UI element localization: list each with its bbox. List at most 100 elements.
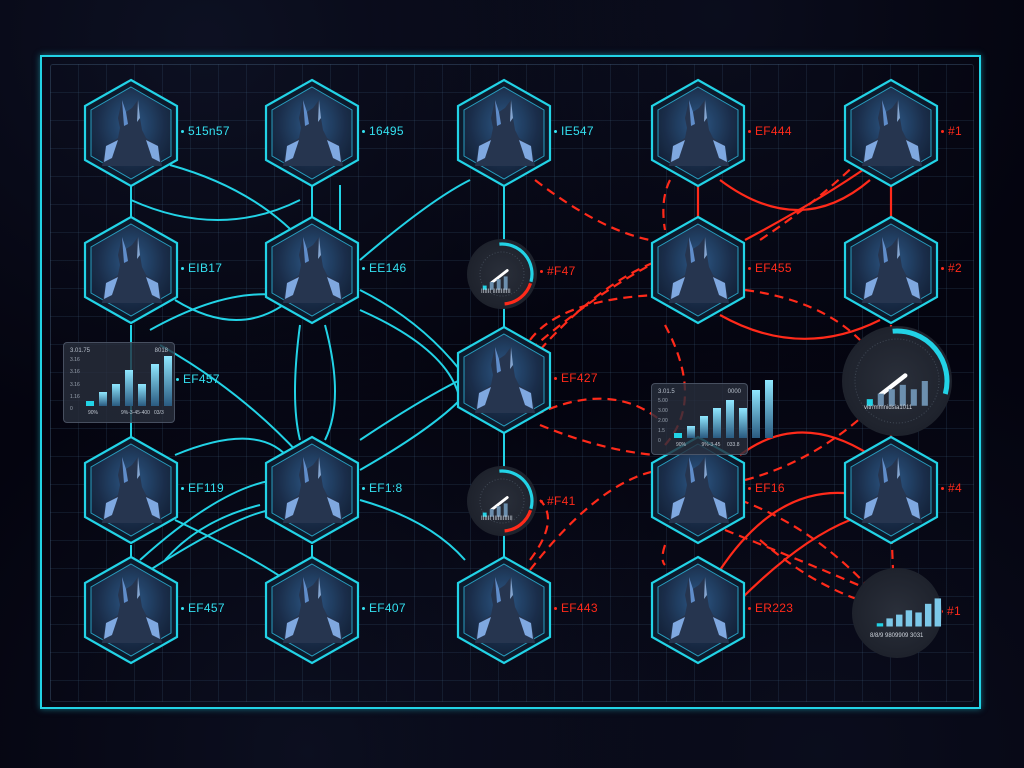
node-label: #1 — [940, 604, 961, 618]
network-node[interactable] — [455, 78, 553, 188]
link-dashed — [529, 259, 661, 351]
bar-group — [86, 356, 172, 406]
link-dashed — [539, 423, 656, 457]
x-label: 90% — [676, 442, 687, 448]
network-node[interactable] — [842, 215, 940, 325]
gauge-dial-icon — [479, 242, 534, 306]
link-dashed — [534, 397, 661, 421]
network-node[interactable] — [263, 78, 361, 188]
user-silhouette-icon — [263, 78, 361, 188]
link-curve — [324, 324, 336, 441]
node-label: EF457 — [181, 601, 225, 615]
link-dashed — [662, 179, 671, 231]
node-label: EIB17 — [181, 261, 222, 275]
node-label: EF16 — [748, 481, 785, 495]
node-label: EF1:8 — [362, 481, 403, 495]
x-label: 9%-3-45 — [701, 442, 721, 448]
x-label: 9%-3-45-400 — [121, 410, 150, 416]
link-curve — [174, 437, 291, 461]
y-tick: 5.00 — [658, 398, 668, 404]
y-tick: 1.5 — [658, 428, 665, 434]
user-silhouette-icon — [649, 555, 747, 665]
x-label: 03/3 — [154, 410, 164, 416]
bar — [739, 408, 747, 438]
network-node[interactable] — [455, 325, 553, 435]
node-label: EF457 — [176, 372, 220, 386]
network-node[interactable] — [82, 555, 180, 665]
link-curve — [739, 518, 851, 601]
network-node[interactable] — [649, 435, 747, 545]
user-silhouette-icon — [455, 78, 553, 188]
node-label: EF119 — [181, 481, 224, 495]
network-node[interactable] — [649, 78, 747, 188]
user-silhouette-icon — [82, 78, 180, 188]
network-node[interactable] — [842, 78, 940, 188]
y-tick: 0 — [70, 406, 73, 412]
bar-chart-icon — [876, 598, 942, 627]
widget-caption: 8/8/9 9809909 3031 — [870, 632, 924, 639]
link-curve — [359, 379, 461, 441]
network-node[interactable] — [263, 435, 361, 545]
node-label: EF455 — [748, 261, 792, 275]
gauge-dial-icon — [854, 328, 950, 424]
link-curve — [719, 314, 881, 340]
node-label: #1 — [941, 124, 962, 138]
gauge-widget: IIIIII iIIIIIIIIII — [467, 239, 537, 309]
user-silhouette-icon — [82, 555, 180, 665]
bar — [151, 364, 159, 406]
user-silhouette-icon — [649, 215, 747, 325]
network-node[interactable] — [82, 78, 180, 188]
network-node[interactable] — [263, 215, 361, 325]
link-curve — [359, 289, 461, 371]
node-label: EF407 — [362, 601, 406, 615]
round-chart-widget: 8/8/9 9809909 3031 — [852, 568, 942, 658]
user-silhouette-icon — [455, 555, 553, 665]
link-curve — [359, 309, 461, 401]
user-silhouette-icon — [842, 78, 940, 188]
widget-caption: IIIIII iIIIIIIIIII — [481, 289, 511, 296]
bar — [700, 416, 708, 438]
link-curve — [719, 491, 861, 571]
bar — [752, 390, 760, 438]
node-label: 515n57 — [181, 124, 230, 138]
y-tick: 0 — [658, 438, 661, 444]
user-silhouette-icon — [82, 435, 180, 545]
network-node[interactable] — [82, 215, 180, 325]
node-label: #4 — [941, 481, 962, 495]
y-tick: 3.16 — [70, 357, 80, 363]
network-node[interactable] — [455, 555, 553, 665]
link-dashed — [661, 544, 667, 566]
node-label: 16495 — [362, 124, 404, 138]
network-node[interactable] — [82, 435, 180, 545]
node-label: EF427 — [554, 371, 598, 385]
widget-caption: vitr/mmnidsia1011 — [864, 405, 913, 412]
node-label: ER223 — [748, 601, 793, 615]
y-tick: 1.16 — [70, 393, 80, 400]
link-curve — [359, 399, 461, 471]
widget-caption: IIIIII IIIIIIIIIIII — [481, 516, 513, 523]
chart-header: 0000 — [727, 389, 741, 395]
y-tick: 3.16 — [70, 381, 80, 388]
link-curve — [130, 199, 301, 221]
link-dashed — [664, 324, 687, 446]
user-silhouette-icon — [842, 215, 940, 325]
network-node[interactable] — [649, 215, 747, 325]
user-silhouette-icon — [649, 78, 747, 188]
network-node[interactable] — [649, 555, 747, 665]
gauge-widget: IIIIII IIIIIIIIIIII — [467, 466, 537, 536]
link-curve — [359, 179, 471, 261]
chart-header: 3.01.75 — [70, 348, 91, 354]
link-curve — [174, 299, 291, 321]
user-silhouette-icon — [82, 215, 180, 325]
bar — [674, 433, 682, 438]
bar — [726, 400, 734, 438]
node-label: IE547 — [554, 124, 594, 138]
link-curve — [359, 499, 466, 561]
network-node[interactable] — [263, 555, 361, 665]
link-curve — [739, 431, 871, 456]
node-label: EE146 — [362, 261, 407, 275]
bar — [86, 401, 94, 406]
link-dashed — [744, 288, 861, 341]
network-node[interactable] — [842, 435, 940, 545]
link-dashed — [529, 468, 661, 571]
